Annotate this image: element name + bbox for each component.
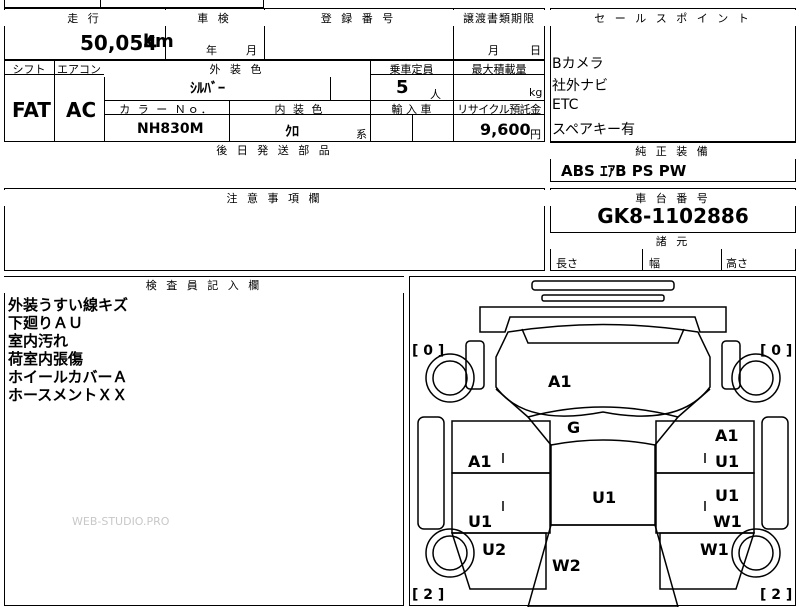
transfer-month-label: 月 (488, 44, 499, 57)
exterior-color-header: 外 装 色 (104, 61, 370, 77)
mileage-unit: km (143, 31, 174, 52)
transfer-day-label: 日 (530, 44, 541, 57)
interior-color-suffix: 系 (356, 128, 367, 141)
inspector-note-line: ホースメントＸＸ (8, 386, 128, 404)
equipment-header: 純 正 装 備 (550, 143, 796, 159)
bracket-bottom-left: [ 2 ] (412, 587, 444, 603)
inspector-notes-header: 検 査 員 記 入 欄 (4, 277, 404, 293)
color-number-value: NH830M (137, 121, 204, 137)
max-load-header: 最大積載量 (471, 63, 527, 76)
inspector-note-line: 荷室内張傷 (8, 350, 84, 368)
mark-right-rear-fender: W1 (700, 540, 729, 559)
sales-point-item: Bカメラ (552, 56, 604, 72)
shift-header: シフト (12, 63, 46, 76)
interior-color-header: 内 装 色 (274, 103, 325, 116)
inspection-header: 車 検 (165, 10, 264, 26)
width-label: 幅 (649, 257, 660, 270)
capacity-header: 乗車定員 (389, 63, 434, 76)
notes-header: 注 意 事 項 欄 (4, 190, 545, 206)
car-diagram-block: [ 0 ] [ 0 ] [ 2 ] [ 2 ] A1 G A1 U1 U2 U1… (409, 276, 796, 607)
color-number-header: カ ラ ー Ｎｏ． (119, 103, 214, 116)
recycle-deposit-value: 9,600 (480, 120, 531, 139)
mark-left-front-door: A1 (468, 452, 492, 471)
inspector-note-line: 外装うすい線キズ (8, 296, 129, 314)
recycle-deposit-header: リサイクル預託金 (457, 103, 541, 116)
inspector-note-line: 下廻りＡＵ (8, 314, 84, 332)
bracket-bottom-right: [ 2 ] (760, 587, 792, 603)
ac-header: エアコン (57, 63, 101, 76)
capacity-unit: 人 (430, 88, 441, 101)
sales-point-item: スペアキー有 (552, 122, 636, 138)
mark-right-rear-door-w: W1 (713, 512, 742, 531)
dimensions-header: 諸 元 (550, 233, 796, 249)
exterior-color-value: ｼﾙﾊﾞｰ (190, 81, 225, 97)
sales-point-item: ETC (552, 97, 579, 113)
ac-value: AC (66, 98, 97, 122)
chassis-number-value: GK8-1102886 (597, 204, 749, 228)
mark-roof: U1 (592, 488, 616, 507)
sales-points-header: セ ー ル ス ポ イ ン ト (550, 10, 796, 26)
registration-number-header: 登 録 番 号 (264, 10, 453, 26)
mark-windshield: G (567, 418, 580, 437)
watermark: WEB-STUDIO.PRO (72, 515, 170, 528)
mark-right-rear-door-u: U1 (715, 486, 739, 505)
mileage-value: 50,054 (80, 31, 158, 55)
car-diagram: [ 0 ] [ 0 ] [ 2 ] [ 2 ] A1 G A1 U1 U2 U1… (412, 280, 792, 607)
mark-rear-glass: W2 (552, 556, 581, 575)
mark-right-front-door-a: A1 (715, 426, 739, 445)
length-label: 長さ (556, 257, 578, 270)
bracket-top-right: [ 0 ] (760, 343, 792, 359)
later-shipping-parts-header: 後 日 発 送 部 品 (4, 142, 545, 158)
sales-points-block (550, 8, 796, 142)
mark-hood: A1 (548, 372, 572, 391)
inspector-notes-block (4, 276, 404, 606)
mark-right-front-door-u: U1 (715, 452, 739, 471)
interior-color-value: ｸﾛ (285, 124, 299, 140)
top-cut-box-2 (100, 0, 264, 8)
recycle-yen-unit: 円 (530, 128, 541, 141)
inspection-month-label: 月 (246, 44, 257, 57)
inspection-year-label: 年 (206, 44, 217, 57)
transfer-deadline-header: 譲渡書類期限 (453, 10, 545, 26)
mileage-header: 走 行 (4, 10, 165, 26)
import-header: 輸 入 車 (391, 103, 432, 116)
equipment-value: ABS ｴｱB PS PW (561, 162, 687, 180)
load-unit: kg (529, 86, 543, 99)
bracket-top-left: [ 0 ] (412, 343, 444, 359)
shift-value: FAT (12, 98, 51, 122)
height-label: 高さ (726, 257, 748, 270)
chassis-number-header: 車 台 番 号 (550, 190, 796, 206)
inspector-note-line: 室内汚れ (8, 332, 69, 350)
mark-left-rear-fender: U2 (482, 540, 506, 559)
capacity-value: 5 (396, 77, 409, 98)
sales-point-item: 社外ナビ (552, 78, 608, 94)
inspector-note-line: ホイールカバーＡ (8, 368, 128, 386)
mark-left-rear-door: U1 (468, 512, 492, 531)
